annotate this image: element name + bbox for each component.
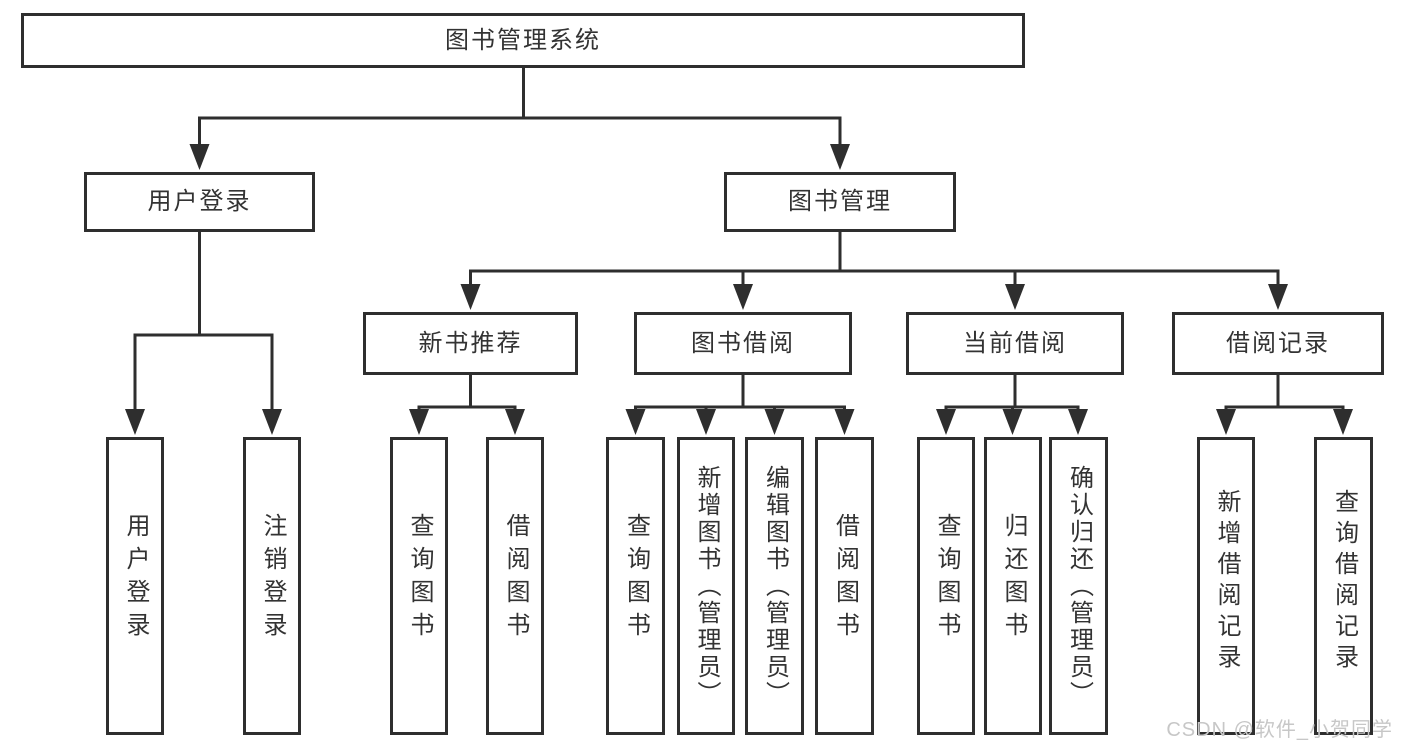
- node-borrow-records: 借阅记录: [1172, 312, 1384, 375]
- node-add-book-admin: 新增图书（管理员）: [677, 437, 735, 735]
- node-query-books-current: 查询图书: [917, 437, 975, 735]
- node-user-login-leaf: 用户登录: [106, 437, 164, 735]
- node-book-borrowing: 图书借阅: [634, 312, 852, 375]
- node-root: 图书管理系统: [21, 13, 1025, 68]
- node-user-login: 用户登录: [84, 172, 315, 232]
- node-borrow-books-borrowing: 借阅图书: [815, 437, 874, 735]
- node-edit-book-admin: 编辑图书（管理员）: [745, 437, 804, 735]
- node-book-management: 图书管理: [724, 172, 956, 232]
- node-new-book-recommend: 新书推荐: [363, 312, 578, 375]
- node-current-borrowing: 当前借阅: [906, 312, 1124, 375]
- node-confirm-return-admin: 确认归还（管理员）: [1049, 437, 1108, 735]
- node-logout-leaf: 注销登录: [243, 437, 301, 735]
- node-query-books-recommend: 查询图书: [390, 437, 448, 735]
- node-add-borrow-record: 新增借阅记录: [1197, 437, 1255, 735]
- csdn-watermark: CSDN @软件_小贺同学: [1166, 719, 1393, 741]
- node-query-books-borrowing: 查询图书: [606, 437, 665, 735]
- node-return-book: 归还图书: [984, 437, 1042, 735]
- node-borrow-books-recommend: 借阅图书: [486, 437, 544, 735]
- node-query-borrow-record: 查询借阅记录: [1314, 437, 1373, 735]
